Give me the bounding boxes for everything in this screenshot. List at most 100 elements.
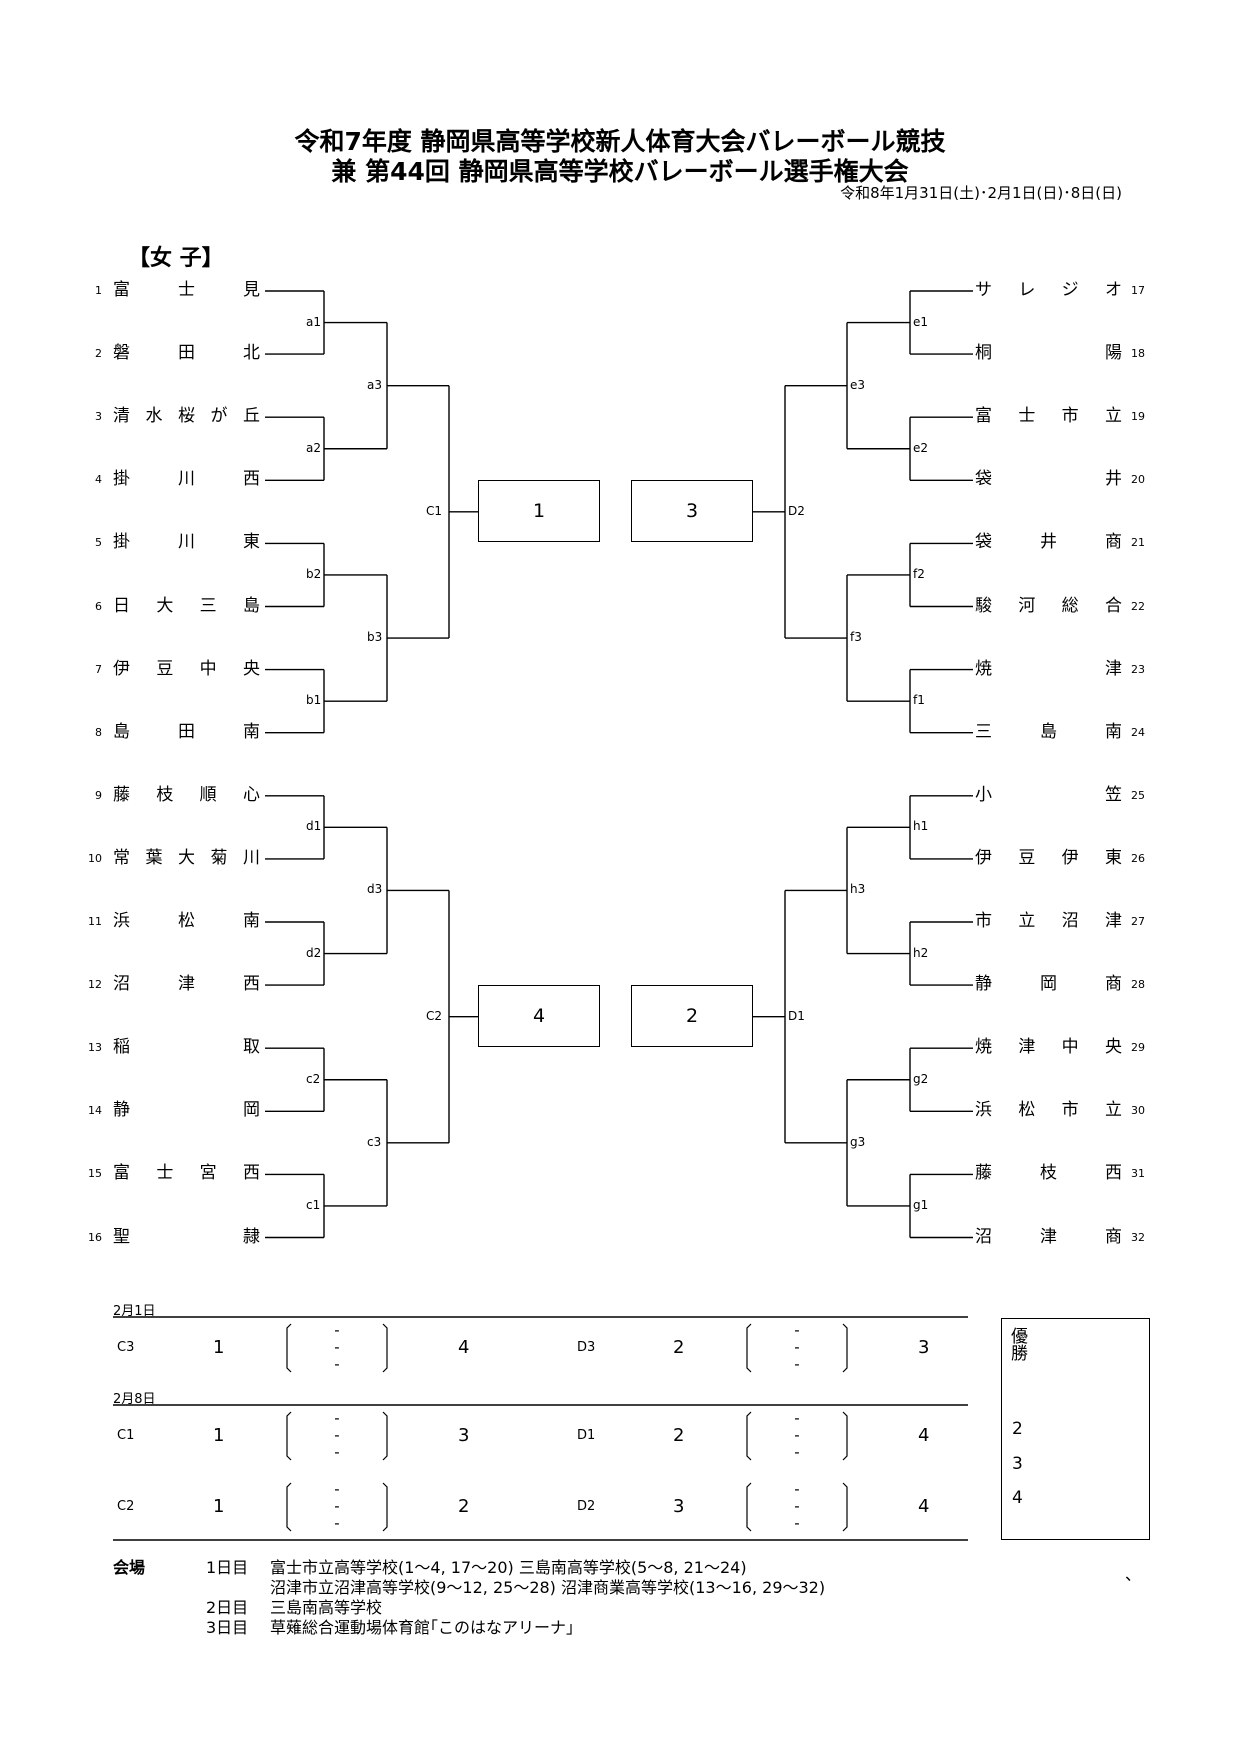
right-seed-25: 25	[1131, 788, 1145, 802]
score-bracket-right	[746, 1323, 752, 1373]
team-name-char: 静	[975, 974, 992, 995]
team-name-char: 川	[178, 532, 195, 553]
team-name-char: 大	[178, 847, 195, 868]
score-dash: -	[334, 1480, 340, 1498]
schedule-left-team-a: 1	[213, 1425, 225, 1446]
team-name-char: 市	[1061, 406, 1079, 427]
left-team-8: 島田南	[113, 722, 260, 742]
right-r1-label-2: f2	[913, 566, 925, 581]
team-name-char: 松	[1018, 1100, 1036, 1121]
right-team-16: 沼津商	[975, 1227, 1122, 1247]
left-r1-label-6: c2	[306, 1071, 321, 1086]
team-name-char: 伊	[975, 847, 992, 868]
team-name-char: 伊	[113, 658, 130, 679]
left-team-4: 掛川西	[113, 469, 260, 489]
champion-label: 優勝	[1007, 1327, 1027, 1361]
right-team-3: 富士市立	[975, 406, 1122, 426]
schedule-right-team-b: 4	[918, 1496, 930, 1517]
left-team-2: 磐田北	[113, 343, 260, 363]
left-team-12: 沼津西	[113, 974, 260, 994]
score-bracket-right	[842, 1411, 848, 1461]
bracket-lines	[265, 290, 973, 1239]
score-bracket-left	[382, 1411, 388, 1461]
schedule-match-right: D3	[577, 1340, 596, 1355]
title-line-1: 令和7年度 静岡県高等学校新人体育大会バレーボール競技	[294, 127, 946, 156]
right-team-15: 藤枝西	[975, 1163, 1122, 1183]
right-seed-31: 31	[1131, 1167, 1145, 1181]
schedule-right-team-a: 2	[673, 1425, 685, 1446]
team-name-char: 西	[1105, 1163, 1122, 1184]
left-seed-1: 1	[95, 284, 102, 297]
team-name-char: 袋	[975, 532, 992, 553]
score-dash: -	[334, 1355, 340, 1373]
place-2: 2	[1012, 1419, 1023, 1439]
team-name-char: 合	[1104, 595, 1122, 616]
team-name-char: 伊	[1061, 847, 1079, 868]
place-3: 3	[1012, 1454, 1023, 1474]
left-seed-15: 15	[88, 1167, 102, 1181]
schedule-match-right: D2	[577, 1499, 596, 1514]
schedule-match-right: D1	[577, 1428, 596, 1443]
team-name-char: 沼	[975, 1226, 992, 1247]
team-name-char: 常	[113, 847, 130, 868]
team-name-char: 桐	[975, 343, 992, 364]
team-name-char: 央	[1104, 1037, 1122, 1058]
team-name-char: 稲	[113, 1037, 130, 1058]
team-name-char: 商	[1105, 1226, 1122, 1247]
team-name-char: 陽	[1105, 343, 1122, 364]
right-seed-23: 23	[1131, 662, 1145, 676]
score-dash: -	[794, 1321, 800, 1339]
left-seed-16: 16	[88, 1230, 102, 1244]
left-seed-13: 13	[88, 1041, 102, 1055]
score-dash: -	[794, 1514, 800, 1532]
team-name-char: 士	[156, 1163, 174, 1184]
score-dash: -	[794, 1443, 800, 1461]
score-dash: -	[334, 1443, 340, 1461]
team-name-char: が	[210, 406, 228, 427]
left-seed-5: 5	[95, 536, 102, 550]
right-seed-30: 30	[1131, 1104, 1145, 1118]
tournament-dates: 令和8年1月31日(土)･2月1日(日)･8日(日)	[840, 184, 1122, 202]
team-name-char: 士	[1018, 406, 1036, 427]
team-name-char: 河	[1018, 595, 1036, 616]
left-team-11: 浜松南	[113, 911, 260, 931]
team-name-char: 大	[156, 595, 174, 616]
team-name-char: 葉	[145, 847, 163, 868]
right-team-4: 袋井	[975, 469, 1122, 489]
left-seed-11: 11	[88, 915, 102, 928]
score-bracket-left	[382, 1482, 388, 1532]
team-name-char: 津	[1105, 658, 1122, 679]
left-team-6: 日大三島	[113, 596, 260, 616]
score-dash: -	[794, 1338, 800, 1356]
team-name-char: 枝	[156, 784, 174, 805]
team-name-char: 浜	[975, 1100, 992, 1121]
team-name-char: 清	[113, 406, 130, 427]
score-dash: -	[794, 1497, 800, 1515]
right-seed-28: 28	[1131, 978, 1145, 992]
team-name-char: 富	[975, 406, 992, 427]
team-name-char: 津	[1018, 1037, 1036, 1058]
schedule-right-team-b: 3	[918, 1337, 930, 1358]
score-bracket-left	[286, 1411, 292, 1461]
team-name-char: 焼	[975, 658, 992, 679]
left-seed-10: 10	[88, 851, 102, 865]
team-name-char: 津	[1104, 911, 1122, 931]
right-team-8: 三島南	[975, 722, 1122, 742]
left-team-3: 清水桜が丘	[113, 406, 260, 426]
left-r1-label-4: d1	[306, 819, 322, 834]
team-name-char: 浜	[113, 911, 130, 931]
team-name-char: 岡	[243, 1100, 260, 1121]
team-name-char: 西	[243, 469, 260, 490]
left-r3-label-1: C2	[426, 1008, 443, 1023]
score-bracket-right	[746, 1482, 752, 1532]
team-name-char: 駿	[975, 595, 992, 616]
title-line-2: 兼 第44回 静岡県高等学校バレーボール選手権大会	[331, 157, 909, 186]
left-team-13: 稲取	[113, 1037, 260, 1057]
team-name-char: 岡	[1040, 974, 1057, 995]
team-name-char: 掛	[113, 532, 130, 553]
right-r3-label-0: D2	[788, 503, 805, 518]
left-team-5: 掛川東	[113, 532, 260, 552]
team-name-char: 袋	[975, 469, 992, 490]
place-4: 4	[1012, 1488, 1023, 1508]
block-box-top-left: 1	[478, 480, 600, 542]
